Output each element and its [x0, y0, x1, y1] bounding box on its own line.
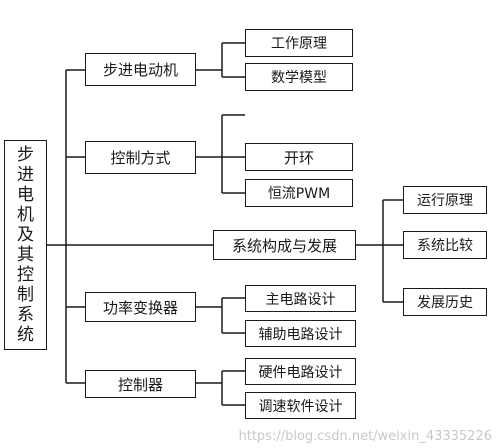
leaf-empty-box [245, 104, 353, 128]
root-node: 步进电机及其控制系统 [4, 140, 47, 350]
branch-stepper-motor: 步进电动机 [85, 53, 196, 86]
leaf-main-circuit-design: 主电路设计 [245, 285, 356, 312]
leaf-speed-software-design: 调速软件设计 [245, 392, 356, 419]
watermark-url: https://blog.csdn.net/weixin_43335226 [238, 429, 492, 444]
branch-system-structure: 系统构成与发展 [213, 230, 356, 260]
leaf-aux-circuit-design: 辅助电路设计 [245, 320, 356, 347]
leaf-development-history: 发展历史 [403, 288, 487, 316]
branch-control-mode: 控制方式 [85, 141, 196, 174]
branch-controller: 控制器 [85, 370, 196, 398]
leaf-system-comparison: 系统比较 [403, 231, 487, 259]
leaf-operating-principle: 运行原理 [403, 186, 487, 214]
leaf-math-model: 数学模型 [245, 63, 353, 91]
branch-power-converter: 功率变换器 [85, 292, 196, 322]
leaf-open-loop: 开环 [245, 143, 353, 171]
leaf-working-principle: 工作原理 [245, 29, 353, 57]
root-label: 步进电机及其控制系统 [17, 145, 34, 345]
leaf-hardware-circuit-design: 硬件电路设计 [245, 358, 356, 385]
leaf-constant-current-pwm: 恒流PWM [245, 179, 353, 207]
